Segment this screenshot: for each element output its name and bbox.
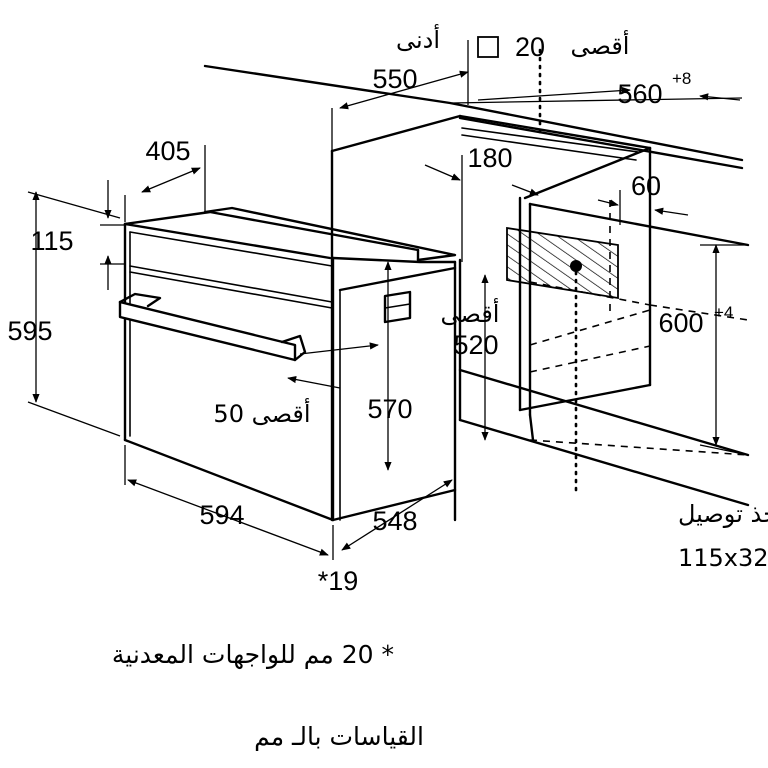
dim-570: 570 [367,394,412,424]
dim-560: 560 [617,79,662,109]
dim-550: 550 [372,64,417,94]
dim-20: 20 [515,32,545,62]
dim-560-tolerance: +8 [672,69,691,88]
square-symbol-icon [477,36,499,58]
metal-fronts-note: * 20 مم للواجهات المعدنية [111,640,394,669]
max-label: أقصى [571,30,630,60]
cabinet-niche [330,114,750,522]
dim-19: *19 [318,566,359,596]
dim-595: 595 [7,316,52,346]
dim-600: 600 [658,308,703,338]
max-520-label: أقصى [441,298,500,328]
dim-520: 520 [453,330,498,360]
dim-180: 180 [467,143,512,173]
dimension-lines [27,40,749,560]
socket-area [506,48,619,497]
dim-50-label: أقصى 50 [213,398,310,428]
oven [118,206,457,522]
dim-600-tolerance: +4 [714,303,733,322]
dim-60: 60 [631,171,661,201]
units-note: القياسات بالـ مم [254,722,424,751]
socket-callout-line1: حيز لمأخذ توصيل [678,497,768,528]
min-label: أدنى [396,24,440,54]
socket-callout-line2: الفرن 115x320 [678,544,768,572]
dim-594: 594 [199,500,244,530]
dim-115: 115 [30,226,73,256]
dim-548: 548 [372,506,417,536]
dim-405: 405 [145,136,190,166]
